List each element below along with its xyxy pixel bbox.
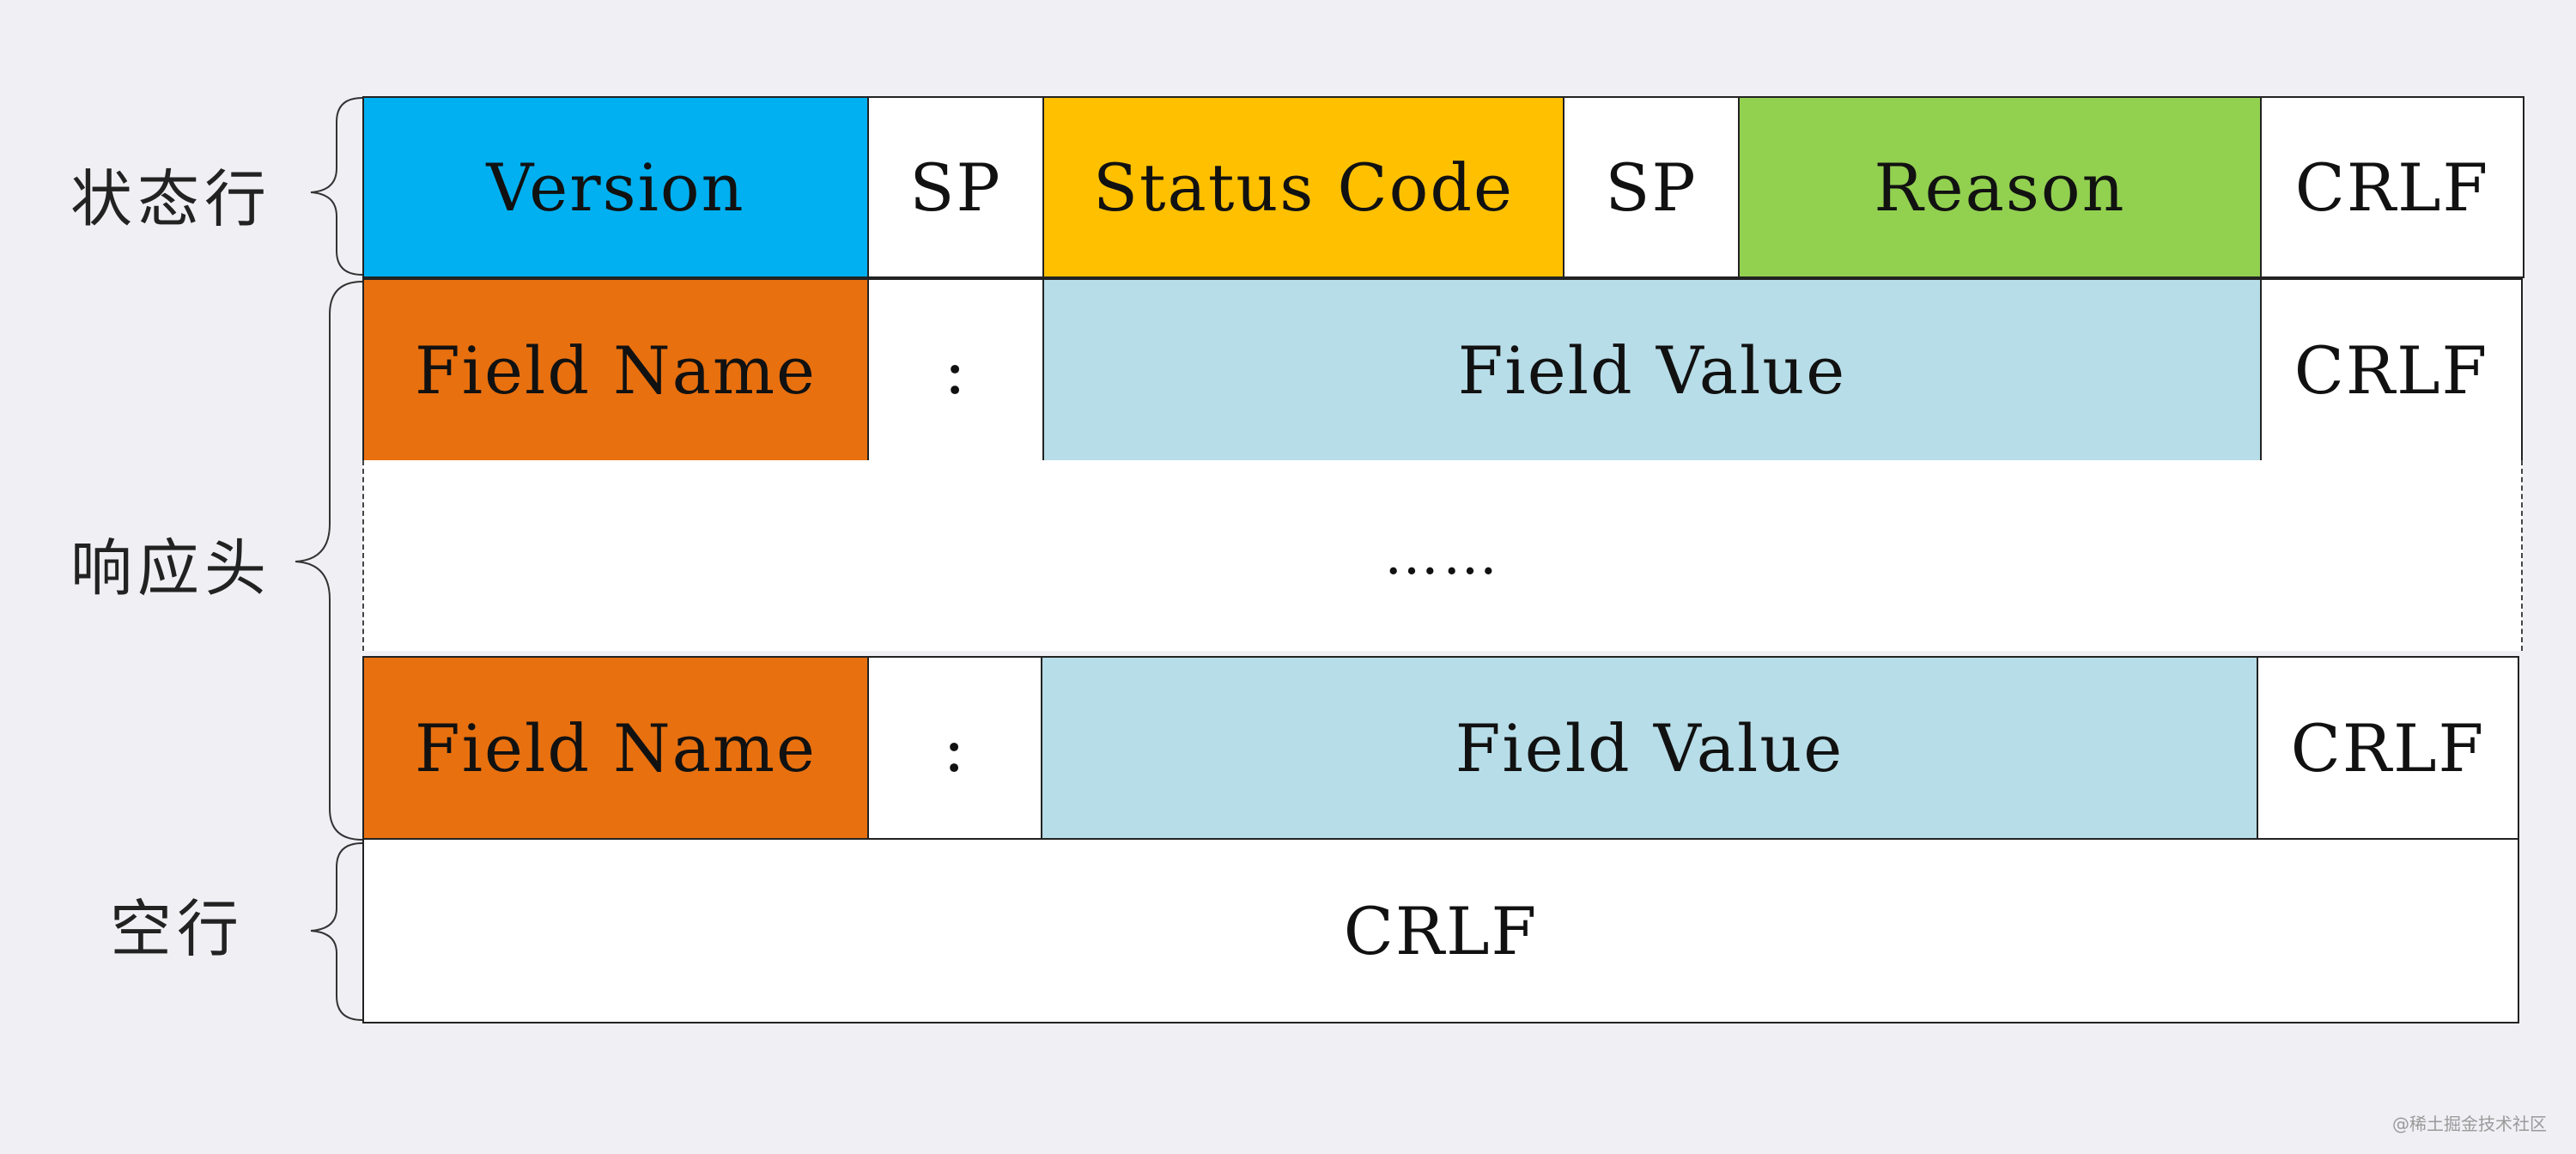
sp-cell: SP (867, 96, 1044, 278)
blank-line-brace (310, 842, 363, 1021)
field-name-cell: Field Name (362, 656, 869, 840)
crlf-cell: CRLF (2260, 278, 2523, 462)
colon-cell: : (867, 656, 1042, 840)
crlf-cell: CRLF (2260, 96, 2524, 278)
status-line-brace (310, 97, 363, 276)
reason-cell: Reason (1738, 96, 2262, 278)
status-line-label: 状态行 (70, 162, 271, 235)
response-headers-brace (295, 281, 363, 841)
version-cell: Version (362, 96, 869, 278)
ellipsis: …… (1384, 524, 1501, 587)
field-value-cell: Field Value (1041, 656, 2258, 840)
ellipsis-row: …… (362, 460, 2523, 651)
crlf-cell: CRLF (2257, 656, 2519, 840)
response-headers-label: 响应头 (70, 531, 271, 604)
status-code-cell: Status Code (1042, 96, 1564, 278)
sp-cell: SP (1563, 96, 1740, 278)
blank-line-crlf-cell: CRLF (362, 838, 2519, 1023)
watermark: @稀土掘金技术社区 (2392, 1114, 2547, 1134)
blank-line-label: 空行 (109, 892, 244, 965)
colon-cell: : (867, 278, 1044, 462)
field-name-cell: Field Name (362, 278, 869, 462)
field-value-cell: Field Value (1042, 278, 2262, 462)
